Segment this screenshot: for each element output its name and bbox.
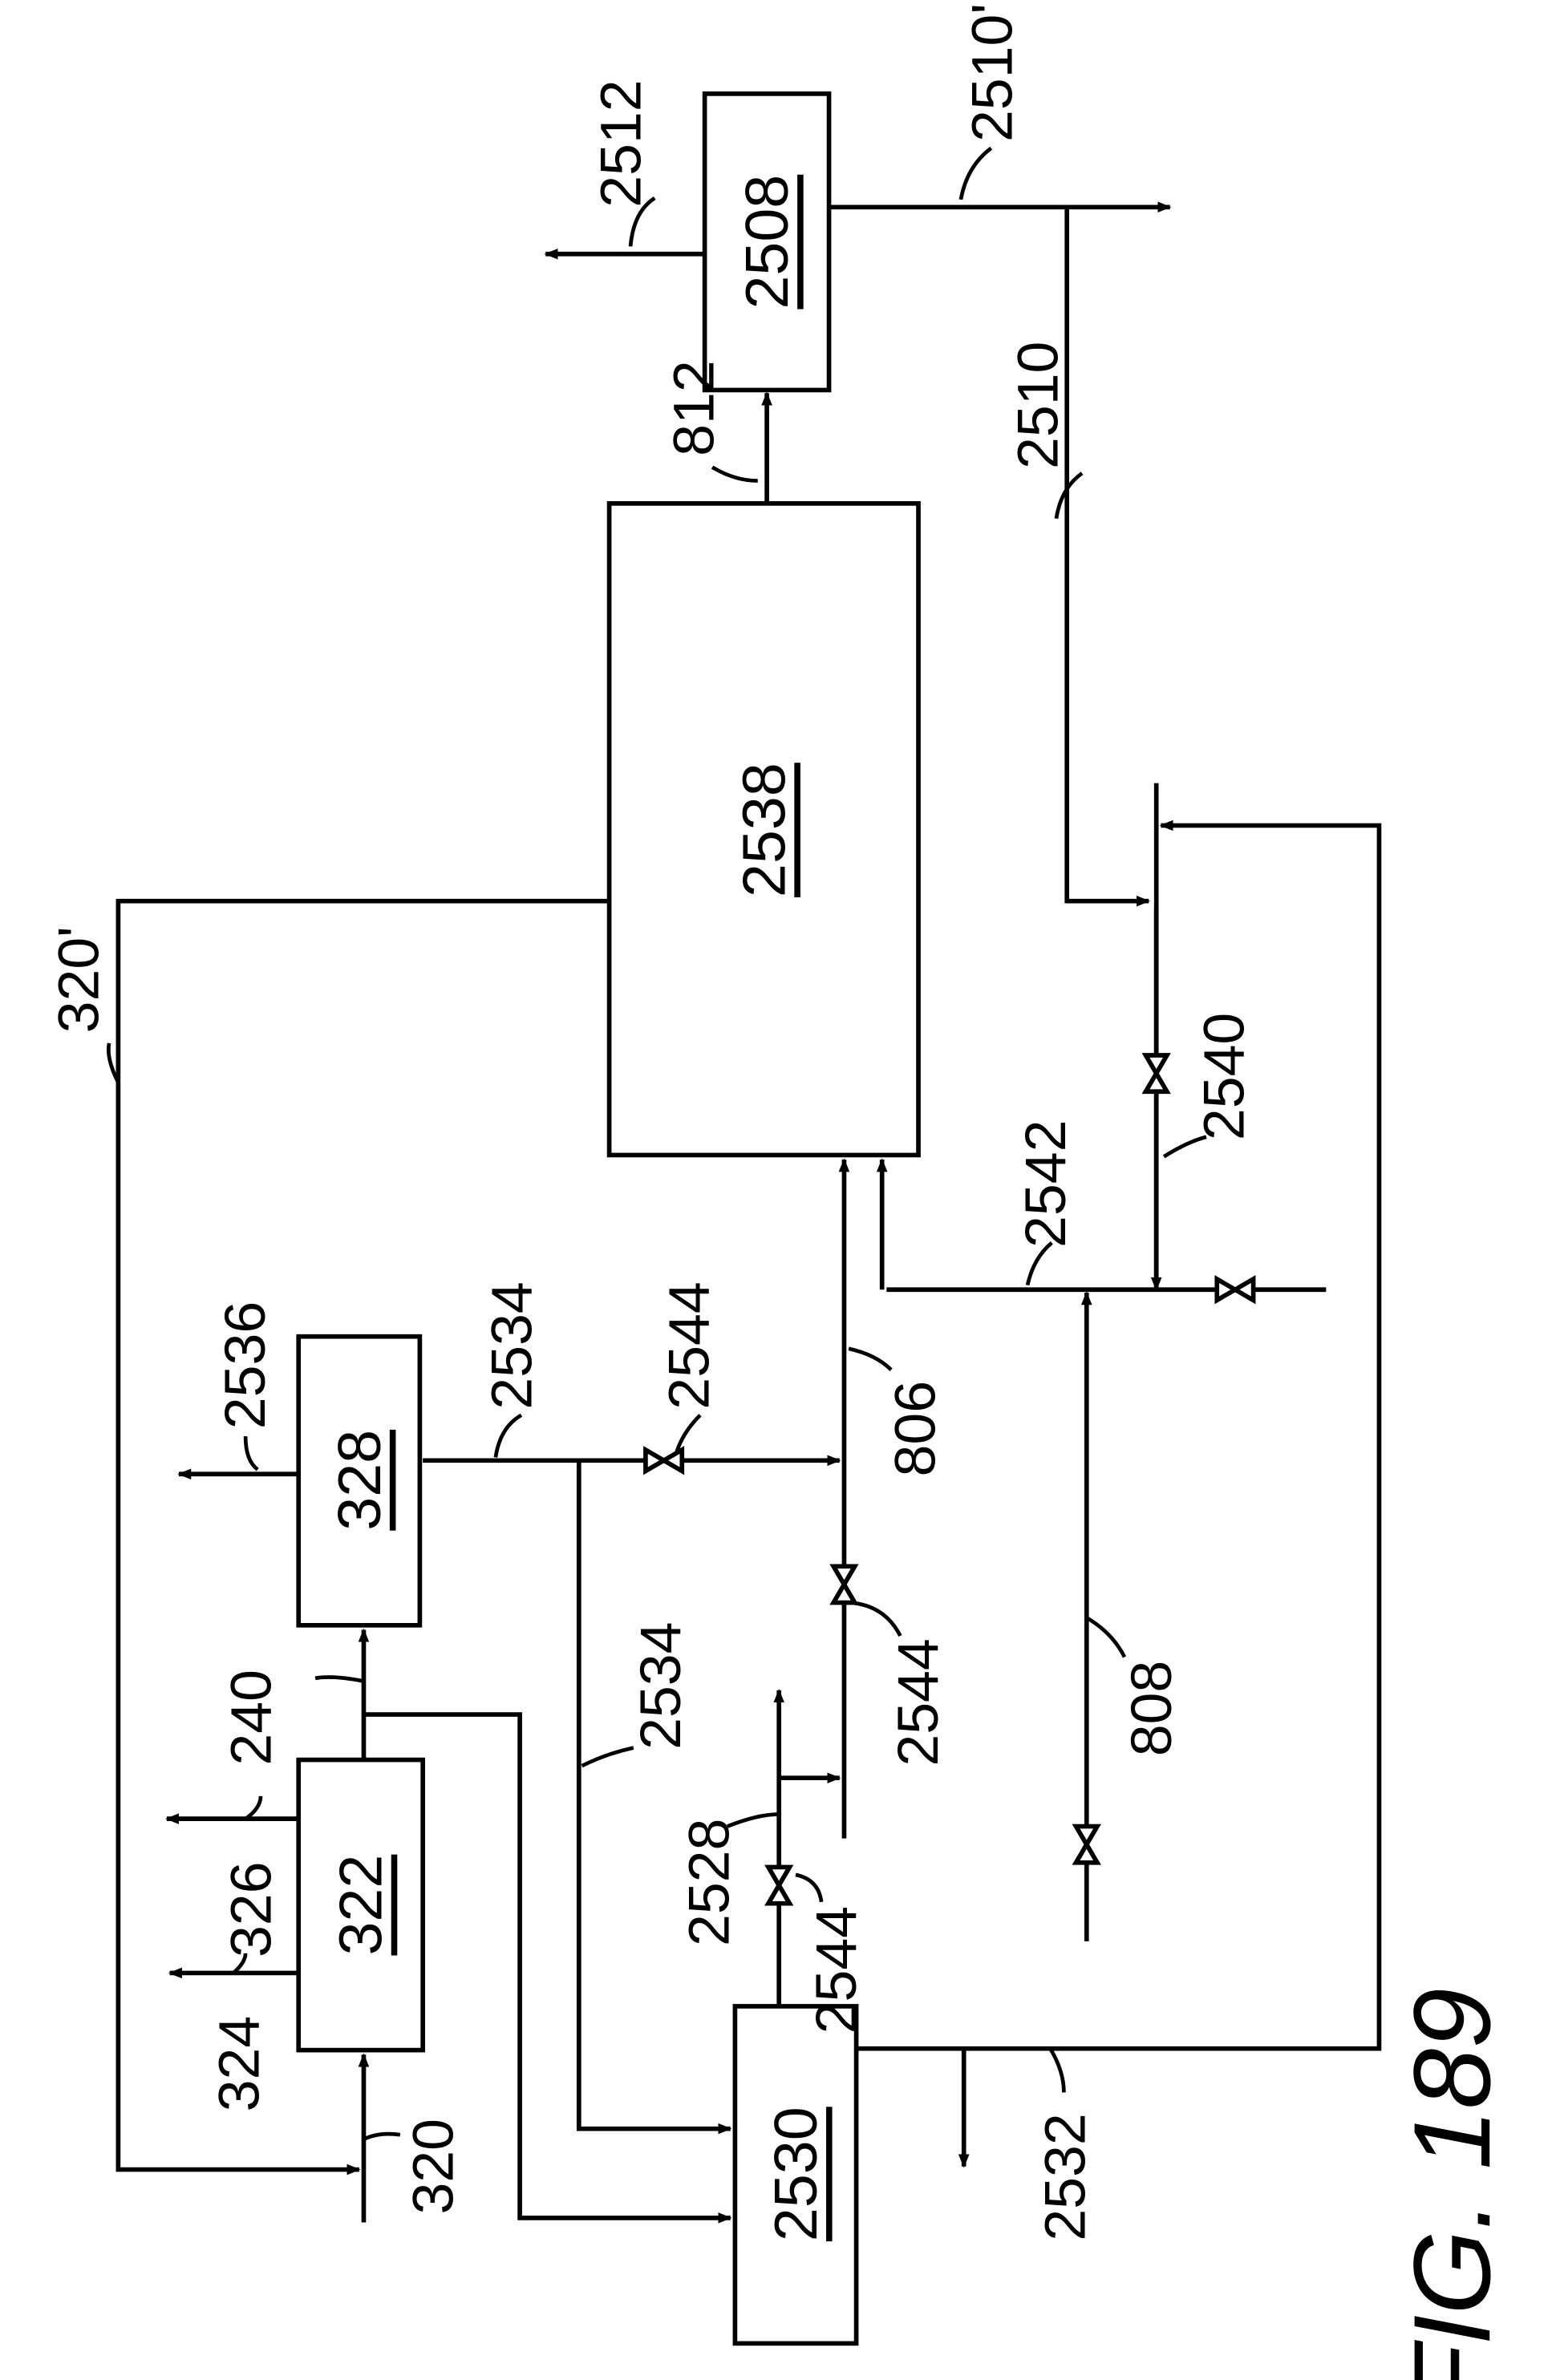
label-2528: 2528 xyxy=(677,1819,741,1946)
unit-2538: 2538 xyxy=(606,501,921,1158)
unit-322: 322 xyxy=(296,1757,426,2053)
label-2510: 2510 xyxy=(1006,342,1070,469)
label-806: 806 xyxy=(883,1381,947,1477)
unit-2508-label: 2508 xyxy=(733,175,800,310)
pipes xyxy=(115,201,1382,2224)
label-320: 320 xyxy=(401,2119,465,2215)
label-240: 240 xyxy=(220,1670,284,1766)
reference-labels: 2512 2510' 2510 812 320' 2536 2534 2544 … xyxy=(47,3,1257,2241)
valve-2542-outlet xyxy=(1214,1275,1256,1305)
label-2542: 2542 xyxy=(1014,1120,1078,1248)
leader-lines xyxy=(106,146,1207,2141)
label-812: 812 xyxy=(662,360,726,456)
figure-title: FIG. 189 xyxy=(1391,1988,1513,2380)
stream-2534-down xyxy=(576,1460,732,2135)
label-2510prime: 2510' xyxy=(961,3,1025,142)
unit-322-label: 322 xyxy=(327,1855,395,1956)
valve-806 xyxy=(829,1564,859,1605)
label-808: 808 xyxy=(1120,1661,1184,1757)
label-320prime: 320' xyxy=(47,926,111,1033)
valve-808 xyxy=(1072,1823,1101,1865)
valve-2540 xyxy=(1141,1053,1171,1095)
stream-240-branch xyxy=(363,1712,732,2224)
label-2534a: 2534 xyxy=(480,1281,545,1409)
valve-2534 xyxy=(643,1446,685,1475)
label-2534b: 2534 xyxy=(629,1622,693,1750)
label-2544a: 2544 xyxy=(658,1281,722,1409)
label-2544c: 2544 xyxy=(804,1906,869,2034)
unit-2508: 2508 xyxy=(702,91,832,393)
label-2532: 2532 xyxy=(1033,2113,1097,2240)
label-324: 324 xyxy=(207,2016,271,2112)
label-2512: 2512 xyxy=(590,79,654,207)
label-2544b: 2544 xyxy=(886,1638,950,1766)
label-2540: 2540 xyxy=(1193,1013,1257,1140)
label-326: 326 xyxy=(220,1861,284,1957)
stream-2532-pipe xyxy=(856,820,1382,2051)
stream-320prime-pipe xyxy=(115,898,610,2176)
unit-2538-label: 2538 xyxy=(730,763,797,897)
stream-2510-pipe xyxy=(1064,207,1150,907)
unit-328: 328 xyxy=(296,1334,423,1628)
valve-2528 xyxy=(764,1864,794,1906)
unit-328-label: 328 xyxy=(326,1430,393,1531)
unit-2530-label: 2530 xyxy=(762,2107,829,2241)
unit-2530: 2530 xyxy=(732,2004,859,2346)
label-2536: 2536 xyxy=(213,1301,278,1429)
